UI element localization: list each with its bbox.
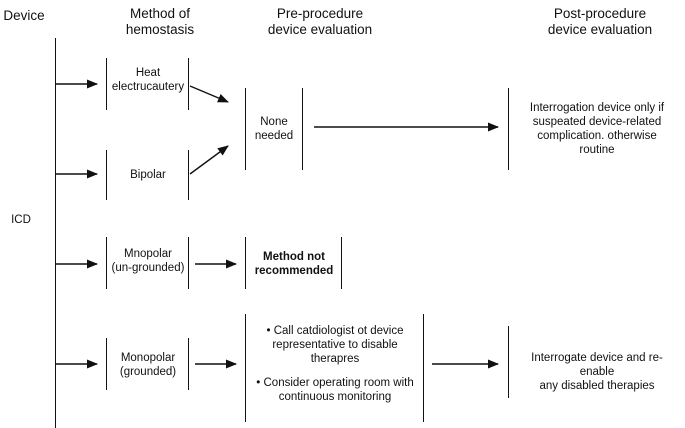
mnopolar-bar-right	[188, 237, 190, 289]
monopolar-bar-left	[106, 338, 108, 390]
routine-bar-left	[508, 88, 510, 170]
pre-grounded-instructions: • Call catdiologist ot device representa…	[250, 324, 420, 404]
device-label: ICD	[11, 214, 31, 226]
bipolar-bar-right	[188, 150, 190, 200]
device-bracket	[55, 38, 57, 428]
method-bipolar: Bipolar	[130, 169, 166, 181]
bipolar-bar-left	[106, 150, 108, 200]
header-device: Device	[3, 8, 45, 23]
notrec-bar-left	[245, 237, 247, 289]
monopolar-bar-right	[188, 338, 190, 390]
none-bar-left	[245, 88, 247, 170]
heat-bar-right	[188, 58, 190, 110]
arrow-bipolar-none	[189, 145, 229, 175]
method-mnopolar: Mnopolar(un-grounded)	[111, 248, 185, 274]
bullet-operating-room: • Consider operating room with continuou…	[256, 377, 414, 403]
reenable-bar-left	[508, 326, 510, 398]
arrow-heat-none	[189, 85, 229, 103]
grounded-bar-left	[245, 314, 247, 422]
none-bar-right	[302, 88, 304, 170]
grounded-bar-right	[423, 314, 425, 422]
method-monopolar: Monopolar(grounded)	[119, 352, 177, 378]
notrec-bar-right	[341, 237, 343, 289]
mnopolar-bar-left	[106, 237, 108, 289]
bullet-call-cardiologist: • Call catdiologist ot device representa…	[266, 325, 404, 365]
heat-bar-left	[106, 58, 108, 110]
